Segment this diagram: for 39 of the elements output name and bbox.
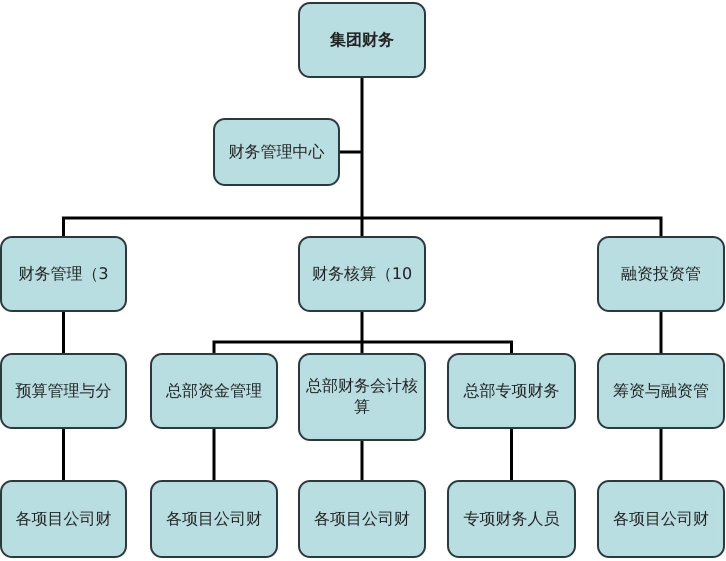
connector-line [360, 312, 513, 353]
box-label: 各项目公司财 [314, 508, 410, 530]
org-box [447, 480, 576, 558]
connector-line [360, 441, 364, 480]
org-box [0, 236, 127, 312]
org-box [0, 480, 127, 558]
connector-line [660, 429, 662, 480]
org-box [213, 118, 340, 186]
box-label: 各项目公司财 [166, 508, 262, 530]
box-label: 专项财务人员 [464, 508, 560, 530]
box-label: 财务管理（3 [18, 264, 109, 284]
org-box [298, 236, 426, 312]
box-label: 各项目公司财 [16, 508, 112, 530]
box-label: 总部专项财务 [464, 380, 560, 402]
org-box [597, 236, 725, 312]
box-label: 总部财务会计核算 [305, 376, 419, 418]
connector-line [660, 312, 662, 353]
box-label: 融资投资管 [621, 264, 701, 284]
connector-line [360, 78, 662, 236]
org-box [0, 353, 127, 429]
box-label: 财务核算（10 [312, 264, 412, 284]
connector-line [62, 312, 65, 353]
org-box [298, 480, 426, 558]
org-box [150, 353, 278, 429]
org-box [447, 353, 576, 429]
box-label: 总部资金管理 [166, 380, 262, 402]
org-box [597, 480, 725, 558]
box-label: 预算管理与分 [16, 380, 112, 402]
box-label: 集团财务 [330, 30, 394, 50]
org-box [150, 480, 278, 558]
org-box [298, 353, 426, 441]
box-label: 财务管理中心 [228, 142, 324, 162]
org-box [298, 2, 426, 78]
org-box [597, 353, 725, 429]
box-label: 各项目公司财 [613, 508, 709, 530]
connector-line [62, 429, 65, 480]
connector-line [212, 429, 216, 480]
connector-line [510, 429, 513, 480]
box-label: 筹资与融资管 [613, 380, 709, 402]
